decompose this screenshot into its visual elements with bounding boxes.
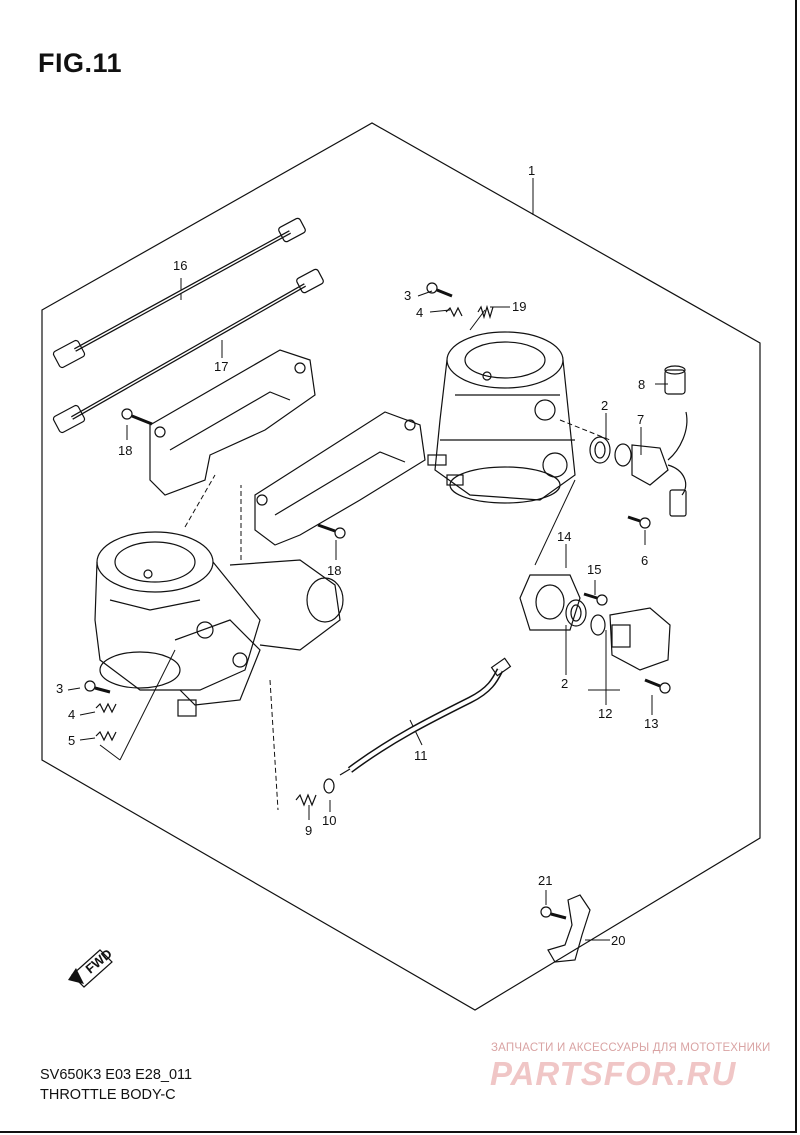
- callout-14: 14: [557, 529, 571, 544]
- callout-17: 17: [214, 359, 228, 374]
- mounting-bracket-lower: [254, 411, 426, 546]
- leader-lines: [67, 178, 668, 941]
- callout-18-lower: 18: [327, 563, 341, 578]
- part-16-rod: [52, 217, 306, 369]
- cable-11: [339, 657, 512, 776]
- screw-21: [540, 906, 567, 920]
- watermark-tagline: ЗАПЧАСТИ И АКСЕССУАРЫ ДЛЯ МОТОТЕХНИКИ: [491, 1042, 771, 1054]
- screw-3-left: [84, 680, 111, 694]
- callout-2-upper: 2: [601, 398, 608, 413]
- callout-4-left: 4: [68, 707, 75, 722]
- washer-10: [323, 778, 335, 794]
- spring-19: [477, 304, 494, 320]
- callout-9: 9: [305, 823, 312, 838]
- callout-1: 1: [528, 163, 535, 178]
- callout-15: 15: [587, 562, 601, 577]
- screw-18-lower: [317, 523, 346, 539]
- callout-10: 10: [322, 813, 336, 828]
- clip-20: [547, 894, 591, 963]
- callout-18-upper: 18: [118, 443, 132, 458]
- screw-6: [627, 515, 651, 529]
- callout-7: 7: [637, 412, 644, 427]
- callout-8: 8: [638, 377, 645, 392]
- screw-3-upper: [426, 282, 453, 298]
- callout-20: 20: [611, 933, 625, 948]
- callout-16: 16: [173, 258, 187, 273]
- figure-title: FIG.11: [38, 48, 123, 78]
- callout-12: 12: [598, 706, 612, 721]
- screw-18-upper: [121, 408, 153, 426]
- screw-15: [583, 592, 608, 606]
- spring-5-left: [95, 730, 117, 742]
- spring-4-upper: [445, 306, 463, 318]
- footer-model-code: SV650K3 E03 E28_011: [40, 1067, 193, 1083]
- callout-3-left: 3: [56, 681, 63, 696]
- mounting-bracket-upper: [149, 349, 316, 496]
- part-17-rod: [52, 268, 324, 434]
- plate-14: [519, 574, 581, 631]
- fwd-arrow-badge: FWD: [68, 946, 115, 988]
- cap-8: [664, 365, 686, 395]
- callout-numbers: 1 2 2 3 3 4 4 5 6 7 8 9 10 11 12 13 14 1…: [56, 163, 658, 948]
- callout-5: 5: [68, 733, 75, 748]
- callout-6: 6: [641, 553, 648, 568]
- assembly-outline: [41, 122, 761, 1011]
- footer-diagram-title: THROTTLE BODY-C: [40, 1087, 176, 1103]
- callout-4-upper: 4: [416, 305, 423, 320]
- sensor-7: [614, 411, 688, 517]
- callout-11: 11: [414, 748, 428, 763]
- callout-2-lower: 2: [561, 676, 568, 691]
- watermark-logo: PARTSFOR.RU: [490, 1055, 737, 1092]
- clip-2-lower: [565, 599, 587, 627]
- throttle-body-upper: [427, 331, 576, 504]
- screw-13: [644, 678, 671, 694]
- o-ring-12: [590, 614, 606, 636]
- callout-19: 19: [512, 299, 526, 314]
- sensor-13: [609, 607, 671, 671]
- callout-3-upper: 3: [404, 288, 411, 303]
- throttle-body-lower: [94, 531, 344, 717]
- spring-4-left: [95, 702, 117, 714]
- clip-2-upper: [589, 436, 611, 464]
- spring-9: [295, 793, 317, 807]
- callout-13: 13: [644, 716, 658, 731]
- callout-21: 21: [538, 873, 552, 888]
